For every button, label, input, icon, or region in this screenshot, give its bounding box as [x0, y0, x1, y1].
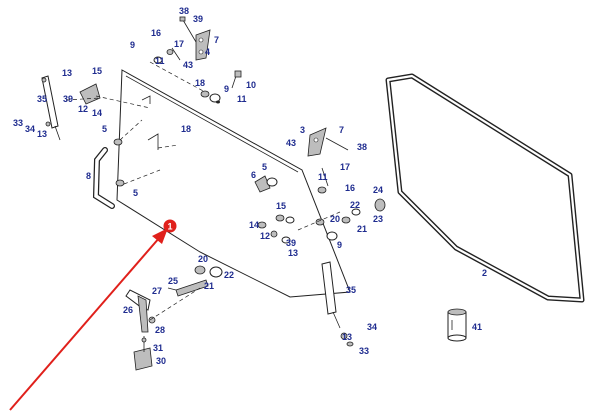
callout-arrow: 1 — [9, 219, 177, 411]
part-label: 8 — [86, 171, 91, 181]
part-label: 7 — [339, 125, 344, 135]
part-label: 27 — [152, 286, 162, 296]
part-label: 5 — [262, 162, 267, 172]
part-label: 15 — [92, 66, 102, 76]
part-label: 14 — [249, 220, 259, 230]
part-label: 24 — [373, 185, 383, 195]
part-label: 22 — [224, 270, 234, 280]
part-label: 38 — [357, 142, 367, 152]
callout-badge — [163, 219, 177, 233]
grab-handle — [92, 119, 161, 209]
part-label: 41 — [472, 322, 482, 332]
part-label: 16 — [345, 183, 355, 193]
part-label: 17 — [174, 39, 184, 49]
right-gas-strut — [321, 261, 354, 347]
part-label: 5 — [102, 124, 107, 134]
part-label: 17 — [340, 162, 350, 172]
top-hinge — [179, 16, 211, 61]
part-label: 39 — [193, 14, 203, 24]
part-label: 13 — [62, 68, 72, 78]
latch-assembly — [125, 265, 223, 333]
hardware-top — [149, 47, 242, 104]
part-label: 15 — [276, 201, 286, 211]
left-bracket — [65, 83, 151, 109]
part-label: 18 — [181, 124, 191, 134]
part-label: 38 — [179, 6, 189, 16]
part-label: 14 — [92, 108, 102, 118]
part-label: 34 — [25, 124, 35, 134]
part-label: 43 — [183, 60, 193, 70]
part-label: 31 — [153, 343, 163, 353]
part-label: 21 — [357, 224, 367, 234]
right-hinge — [307, 127, 349, 157]
hardware-right — [254, 167, 386, 244]
part-label: 18 — [195, 78, 205, 88]
part-label: 2 — [482, 268, 487, 278]
part-label: 11 — [155, 56, 165, 66]
part-label: 13 — [288, 248, 298, 258]
part-label: 11 — [318, 172, 328, 182]
part-label: 35 — [37, 94, 47, 104]
striker-bracket — [133, 336, 153, 371]
part-label: 39 — [63, 94, 73, 104]
part-label: 33 — [13, 118, 23, 128]
cylinder-part — [447, 308, 467, 342]
part-label: 28 — [155, 325, 165, 335]
part-label: 9 — [224, 84, 229, 94]
part-label: 34 — [367, 322, 377, 332]
left-gas-strut — [41, 75, 61, 141]
part-label: 43 — [286, 138, 296, 148]
part-label: 9 — [337, 240, 342, 250]
part-label: 23 — [373, 214, 383, 224]
part-label: 12 — [260, 231, 270, 241]
part-label: 11 — [237, 94, 247, 104]
pane-brackets — [141, 95, 179, 150]
part-label: 12 — [78, 104, 88, 114]
part-label: 16 — [151, 28, 161, 38]
glass-pane — [116, 69, 351, 298]
part-label: 13 — [37, 129, 47, 139]
part-label: 35 — [346, 285, 356, 295]
part-label: 20 — [330, 214, 340, 224]
part-label: 39 — [286, 238, 296, 248]
part-label: 20 — [198, 254, 208, 264]
part-label: 4 — [205, 47, 210, 57]
part-label: 5 — [133, 188, 138, 198]
part-label: 33 — [359, 346, 369, 356]
part-label: 7 — [214, 35, 219, 45]
door-seal — [385, 73, 585, 303]
part-label: 6 — [251, 170, 256, 180]
part-label: 13 — [342, 332, 352, 342]
part-label: 30 — [156, 356, 166, 366]
part-label: 25 — [168, 276, 178, 286]
part-label: 26 — [123, 305, 133, 315]
part-label: 9 — [130, 40, 135, 50]
part-label: 22 — [350, 200, 360, 210]
callout-label: 1 — [167, 222, 172, 232]
part-label: 10 — [246, 80, 256, 90]
part-label: 3 — [300, 125, 305, 135]
part-label: 21 — [204, 281, 214, 291]
